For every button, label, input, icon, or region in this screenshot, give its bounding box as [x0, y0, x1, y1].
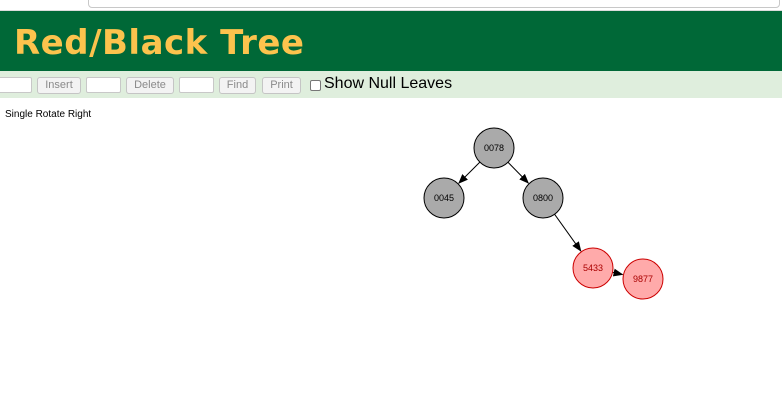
tree-node-label: 0078 [484, 143, 504, 153]
tree-edge-0078-0045 [458, 161, 481, 184]
status-message: Single Rotate Right [5, 109, 92, 120]
page-title: Red/Black Tree [14, 23, 305, 63]
control-bar: Insert Delete Find Print Show Null Leave… [0, 71, 782, 98]
tree-node-label: 0045 [434, 193, 454, 203]
tree-node-label: 5433 [583, 263, 603, 273]
tree-canvas: 0078 0045 0800 5433 9877 [0, 98, 782, 405]
black-node-circle [522, 177, 564, 219]
red-node-circle [572, 247, 614, 289]
tree-node-0078: 0078 [473, 127, 515, 169]
tree-node-9877: 9877 [622, 258, 664, 300]
tree-edge-5433-9877 [612, 268, 624, 277]
browser-chrome-strip [0, 0, 782, 11]
print-button[interactable]: Print [262, 77, 301, 94]
tree-node-label: 0800 [533, 193, 553, 203]
tree-node-5433: 5433 [572, 247, 614, 289]
tree-nodes: 0078 0045 0800 5433 9877 [423, 127, 664, 300]
red-node-circle [622, 258, 664, 300]
black-node-circle [473, 127, 515, 169]
tree-node-0800: 0800 [522, 177, 564, 219]
tree-edge-0800-5433 [554, 213, 582, 252]
tree-svg: 0078 0045 0800 5433 9877 [423, 127, 664, 300]
app-header: Red/Black Tree [0, 11, 782, 71]
tree-node-0045: 0045 [423, 177, 465, 219]
delete-value-input[interactable] [86, 77, 121, 93]
insert-value-input[interactable] [0, 77, 32, 93]
show-null-leaves-checkbox[interactable] [310, 80, 321, 91]
find-button[interactable]: Find [219, 77, 256, 94]
show-null-leaves-label: Show Null Leaves [324, 75, 453, 92]
insert-button[interactable]: Insert [37, 77, 81, 94]
black-node-circle [423, 177, 465, 219]
tree-edges [458, 161, 624, 277]
tree-edge-0078-0800 [507, 161, 530, 184]
delete-button[interactable]: Delete [126, 77, 174, 94]
find-value-input[interactable] [179, 77, 214, 93]
tree-node-label: 9877 [633, 274, 653, 284]
address-bar[interactable] [88, 0, 780, 8]
